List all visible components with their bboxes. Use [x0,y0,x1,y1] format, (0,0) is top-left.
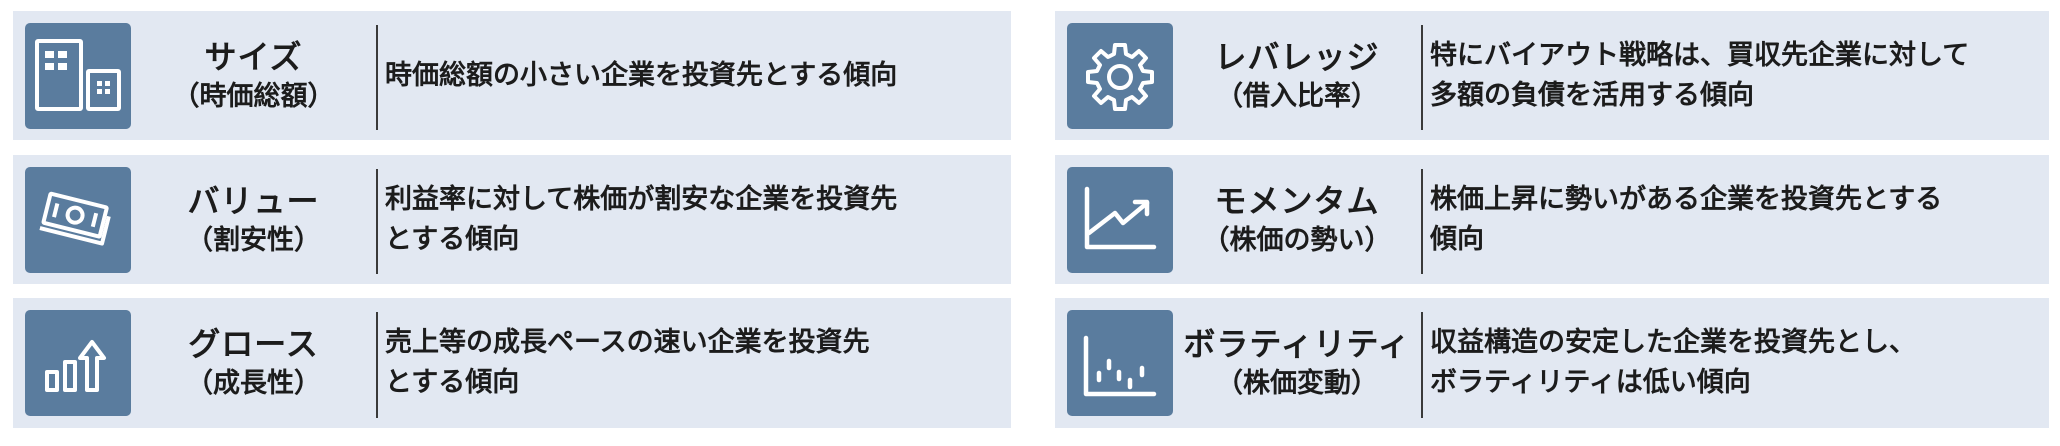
scatter-chart-icon [1067,310,1173,416]
factor-subtitle: （成長性） [186,368,321,399]
description-line: 時価総額の小さい企業を投資先とする傾向 [385,59,898,91]
factor-card-growth: グロース （成長性） 売上等の成長ペースの速い企業を投資先 とする傾向 [13,298,1011,428]
factor-card-value: バリュー （割安性） 利益率に対して株価が割安な企業を投資先 とする傾向 [13,155,1011,284]
description-line: ボラティリティは低い傾向 [1430,367,1751,398]
gear-icon [1067,23,1173,129]
factor-subtitle: （借入比率） [1216,80,1378,112]
description-line: 利益率に対して株価が割安な企業を投資先 [385,183,898,215]
factor-subtitle: （割安性） [186,224,321,256]
description-line: とする傾向 [385,367,520,398]
factor-title: バリュー [187,181,320,220]
factor-card-volatility: ボラティリティ （株価変動） 収益構造の安定した企業を投資先とし、 ボラティリテ… [1055,298,2049,428]
factor-label: モメンタム （株価の勢い） [1173,155,1421,284]
factor-label: バリュー （割安性） [131,155,376,284]
factor-label: レバレッジ （借入比率） [1173,11,1421,140]
description-line: 多額の負債を活用する傾向 [1430,79,1754,111]
banknote-icon [25,167,131,273]
factor-title: レバレッジ [1214,37,1380,76]
description-line: 株価上昇に勢いがある企業を投資先とする [1430,183,1943,215]
factor-label: サイズ （時価総額） [131,11,376,140]
divider [1421,25,1423,130]
description-line: 収益構造の安定した企業を投資先とし、 [1430,327,1916,358]
factor-description: 収益構造の安定した企業を投資先とし、 ボラティリティは低い傾向 [1430,298,2029,428]
factor-title: サイズ [204,37,303,76]
divider [376,25,378,130]
factor-card-momentum: モメンタム （株価の勢い） 株価上昇に勢いがある企業を投資先とする 傾向 [1055,155,2049,284]
factor-label: グロース （成長性） [131,298,376,428]
divider [1421,312,1423,418]
factor-card-leverage: レバレッジ （借入比率） 特にバイアウト戦略は、買収先企業に対して 多額の負債を… [1055,11,2049,140]
description-line: とする傾向 [385,223,520,255]
divider [1421,169,1423,274]
factor-description: 売上等の成長ペースの速い企業を投資先 とする傾向 [385,298,991,428]
factor-label: ボラティリティ （株価変動） [1173,298,1421,428]
factor-description: 特にバイアウト戦略は、買収先企業に対して 多額の負債を活用する傾向 [1430,11,2029,140]
factor-subtitle: （株価の勢い） [1202,224,1392,256]
factor-card-size: サイズ （時価総額） 時価総額の小さい企業を投資先とする傾向 [13,11,1011,140]
factor-title: ボラティリティ [1183,325,1411,363]
factor-description: 時価総額の小さい企業を投資先とする傾向 [385,11,991,140]
description-line: 傾向 [1430,223,1484,255]
description-line: 売上等の成長ペースの速い企業を投資先 [385,327,870,358]
bar-arrow-up-icon [25,310,131,416]
factor-description: 利益率に対して株価が割安な企業を投資先 とする傾向 [385,155,991,284]
trend-up-chart-icon [1067,167,1173,273]
divider [376,169,378,274]
factor-subtitle: （株価変動） [1216,368,1378,399]
factor-title: グロース [188,325,319,363]
divider [376,312,378,418]
factor-subtitle: （時価総額） [172,80,335,112]
factor-description: 株価上昇に勢いがある企業を投資先とする 傾向 [1430,155,2029,284]
description-line: 特にバイアウト戦略は、買収先企業に対して [1430,39,1970,71]
factor-title: モメンタム [1214,181,1380,220]
buildings-icon [25,23,131,129]
